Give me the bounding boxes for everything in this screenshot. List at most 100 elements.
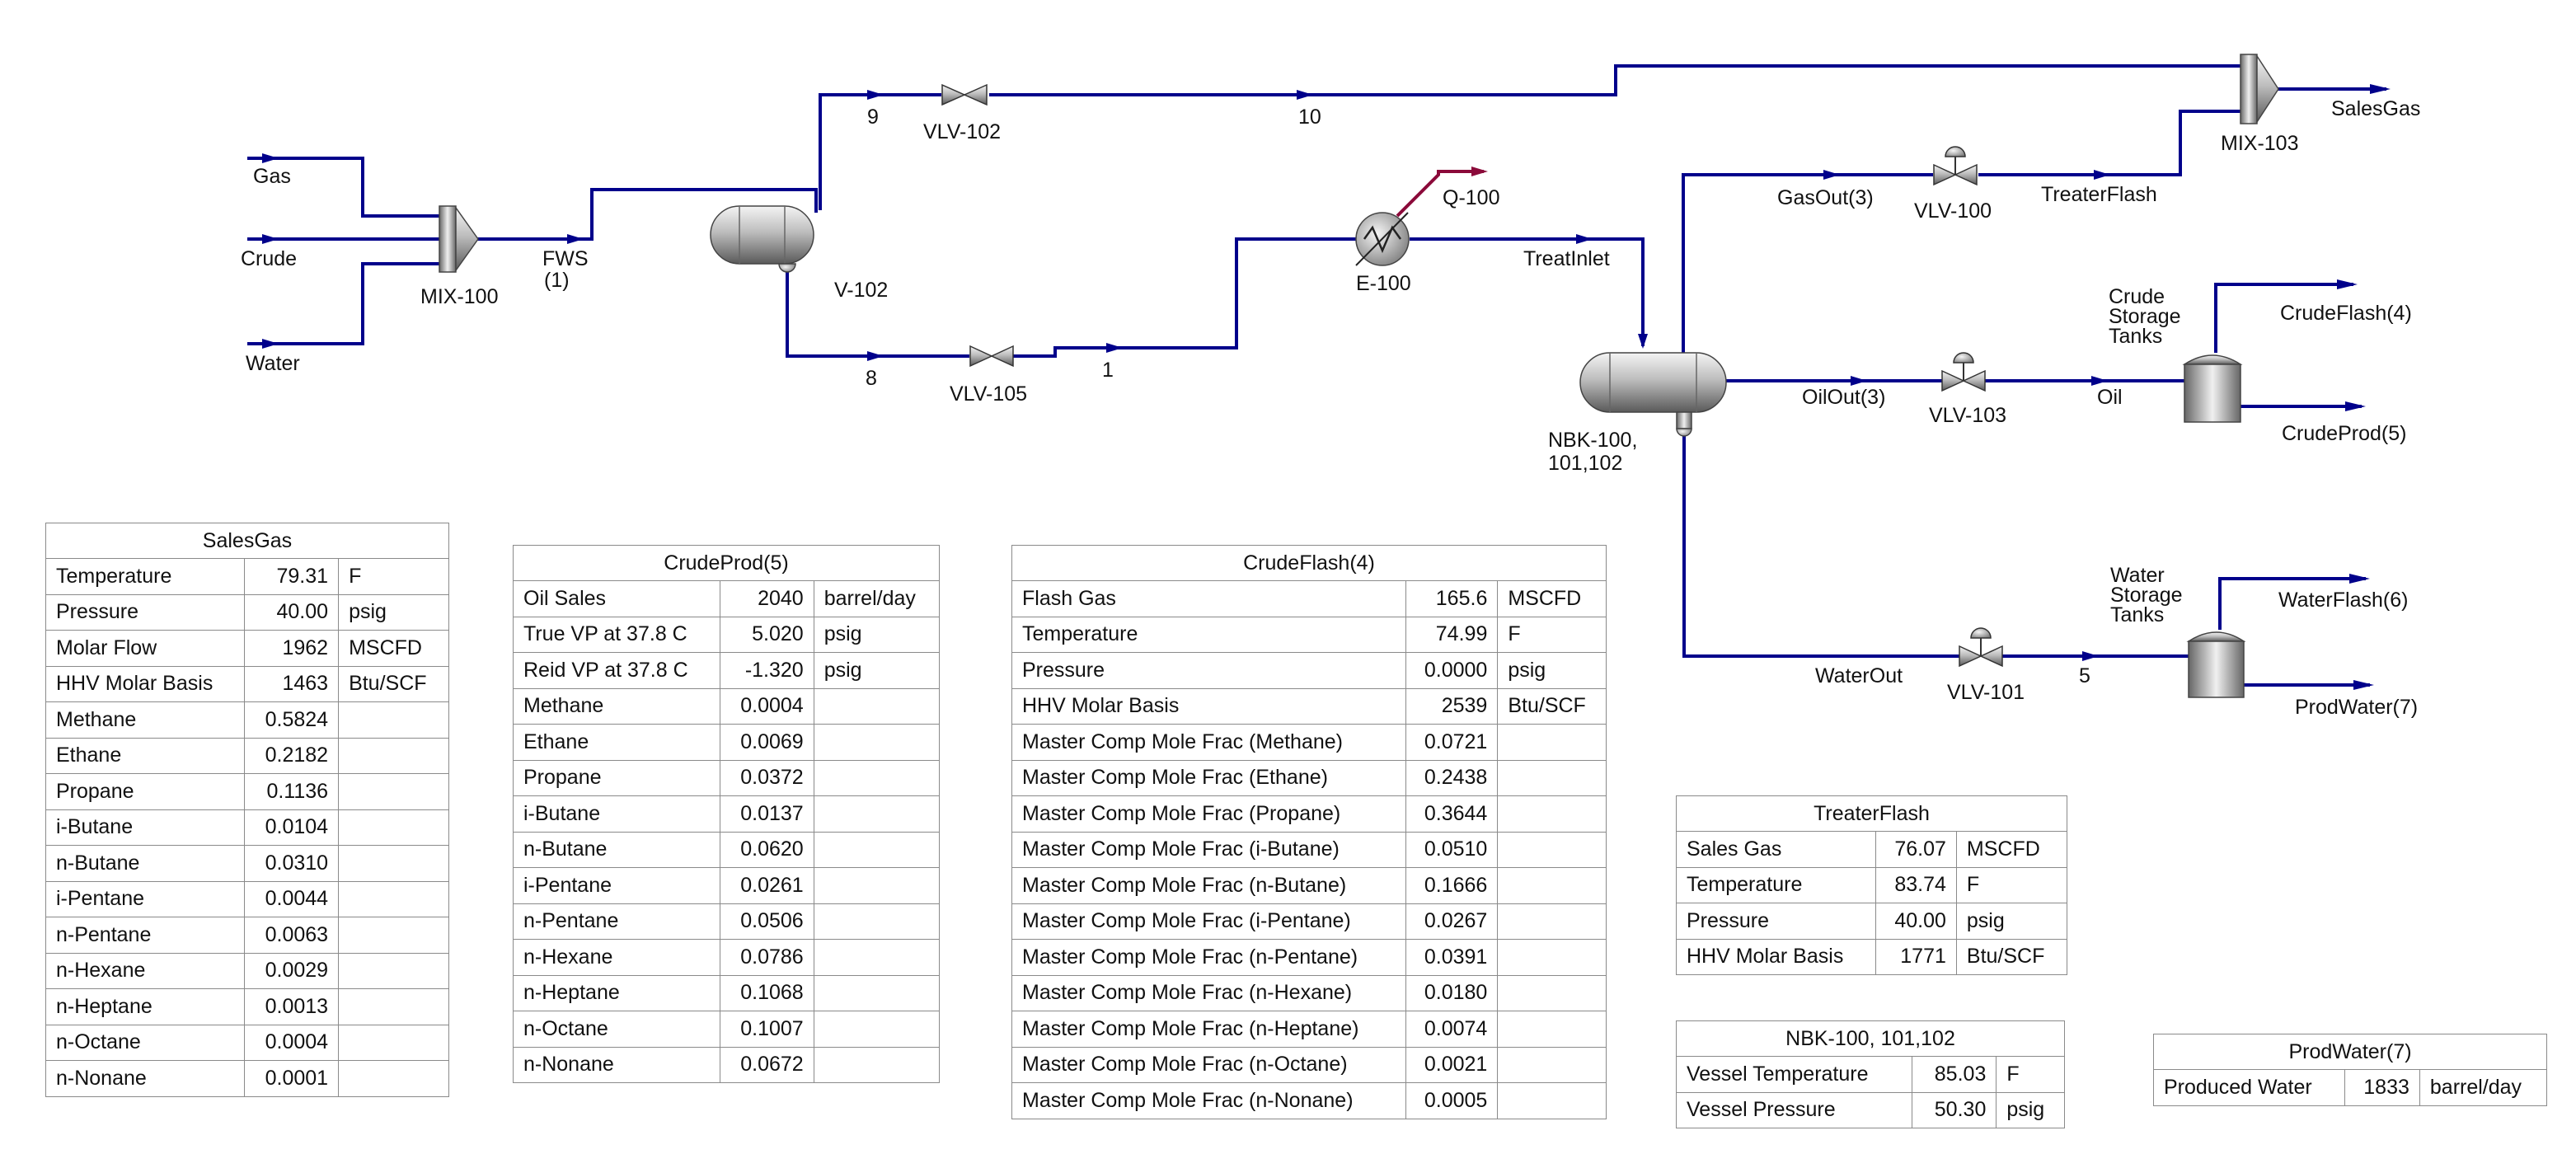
row-value: 0.2438 — [1405, 759, 1499, 796]
row-value: 0.0013 — [244, 988, 340, 1025]
row-unit — [338, 917, 449, 954]
row-unit — [338, 988, 449, 1025]
row-label: Temperature — [1011, 616, 1406, 653]
row-unit — [813, 724, 941, 761]
arrow-icon — [2091, 376, 2108, 386]
row-value: 0.0672 — [720, 1046, 814, 1083]
row-value: 0.0021 — [1405, 1046, 1499, 1083]
stream-line-1[interactable] — [1012, 237, 1356, 358]
row-unit — [338, 809, 449, 846]
row-unit — [813, 903, 941, 940]
row-label: n-Nonane — [512, 1046, 721, 1083]
row-unit — [813, 1046, 941, 1083]
mixer-mix-103[interactable] — [2240, 54, 2279, 124]
row-value: 1962 — [244, 630, 340, 667]
row-value: 1833 — [2344, 1069, 2420, 1106]
row-label: Oil Sales — [512, 580, 721, 617]
valve-vlv-105[interactable] — [969, 345, 1014, 368]
stream-line-waterflash[interactable] — [2218, 577, 2366, 630]
label-water-tank-3: Tanks — [2110, 603, 2164, 626]
stream-line-gasout[interactable] — [1682, 173, 1933, 363]
row-unit: Btu/SCF — [1497, 687, 1607, 725]
separator-v-102[interactable] — [710, 205, 814, 273]
stream-line-9[interactable] — [819, 93, 941, 210]
row-value: 0.0261 — [720, 867, 814, 904]
row-value: 40.00 — [244, 593, 340, 631]
stream-line-crudeflash[interactable] — [2214, 283, 2353, 353]
valve-vlv-100[interactable] — [1933, 146, 1978, 186]
label-mix-103: MIX-103 — [2221, 132, 2298, 155]
row-unit: psig — [813, 652, 941, 689]
label-crude-tank-2: Storage — [2109, 305, 2181, 328]
row-unit — [1497, 939, 1607, 976]
row-value: 0.0510 — [1405, 831, 1499, 868]
arrow-icon — [2345, 401, 2366, 411]
table-row: Master Comp Mole Frac (Ethane)0.2438 — [1011, 759, 1607, 796]
stream-line-gas[interactable] — [247, 157, 441, 218]
row-unit — [1497, 903, 1607, 940]
label-vlv-105: VLV-105 — [950, 382, 1027, 406]
row-label: Master Comp Mole Frac (n-Heptane) — [1011, 1011, 1406, 1048]
label-vlv-100: VLV-100 — [1914, 199, 1992, 223]
table-title: CrudeProd(5) — [513, 545, 940, 581]
row-value: 0.3644 — [1405, 795, 1499, 833]
label-waterout: WaterOut — [1815, 664, 1903, 687]
stream-line-treatinlet[interactable] — [1410, 237, 1645, 346]
arrow-icon — [2349, 574, 2370, 584]
separator-nbk-100[interactable] — [1579, 352, 1727, 437]
table-title: ProdWater(7) — [2153, 1034, 2547, 1070]
table-row: Master Comp Mole Frac (Propane)0.3644 — [1011, 795, 1607, 833]
mixer-mix-100[interactable] — [439, 205, 479, 273]
row-value: 0.0506 — [720, 903, 814, 940]
valve-vlv-101[interactable] — [1959, 627, 2003, 668]
stream-line-10[interactable] — [989, 64, 2241, 96]
row-label: Master Comp Mole Frac (i-Pentane) — [1011, 903, 1406, 940]
row-label: Master Comp Mole Frac (n-Nonane) — [1011, 1082, 1406, 1119]
stream-line-water[interactable] — [247, 262, 441, 345]
row-unit — [338, 773, 449, 810]
row-value: 1771 — [1875, 938, 1957, 975]
energy-line-q100[interactable] — [1396, 170, 1484, 218]
label-salesgas: SalesGas — [2331, 97, 2420, 120]
stream-line-waterout[interactable] — [1682, 433, 1967, 658]
stream-line-8[interactable] — [786, 262, 969, 358]
row-label: Pressure — [1011, 652, 1406, 689]
row-value: 0.1136 — [244, 773, 340, 810]
row-label: i-Butane — [512, 795, 721, 833]
tank-crude-storage[interactable] — [2182, 354, 2243, 423]
row-unit: Btu/SCF — [1955, 938, 2068, 975]
heater-e-100[interactable] — [1355, 212, 1410, 266]
valve-vlv-102[interactable] — [941, 83, 988, 106]
valve-vlv-103[interactable] — [1941, 352, 1986, 392]
table-row: Master Comp Mole Frac (i-Butane)0.0510 — [1011, 831, 1607, 868]
label-stream-5: 5 — [2079, 664, 2090, 687]
row-label: Pressure — [45, 593, 246, 631]
row-unit — [1497, 1082, 1607, 1119]
row-value: 5.020 — [720, 616, 814, 653]
stream-line-treaterflash[interactable] — [1978, 110, 2241, 176]
row-unit — [338, 701, 449, 739]
row-unit — [1497, 831, 1607, 868]
row-unit — [813, 974, 941, 1011]
row-value: 0.0001 — [244, 1060, 340, 1097]
stream-line-fws[interactable] — [476, 188, 818, 241]
arrow-icon — [1297, 90, 1313, 100]
label-fws: FWS — [542, 247, 589, 270]
table-row: Master Comp Mole Frac (n-Octane)0.0021 — [1011, 1046, 1607, 1083]
tank-water-storage[interactable] — [2186, 631, 2246, 698]
table-title: TreaterFlash — [1676, 795, 2067, 832]
